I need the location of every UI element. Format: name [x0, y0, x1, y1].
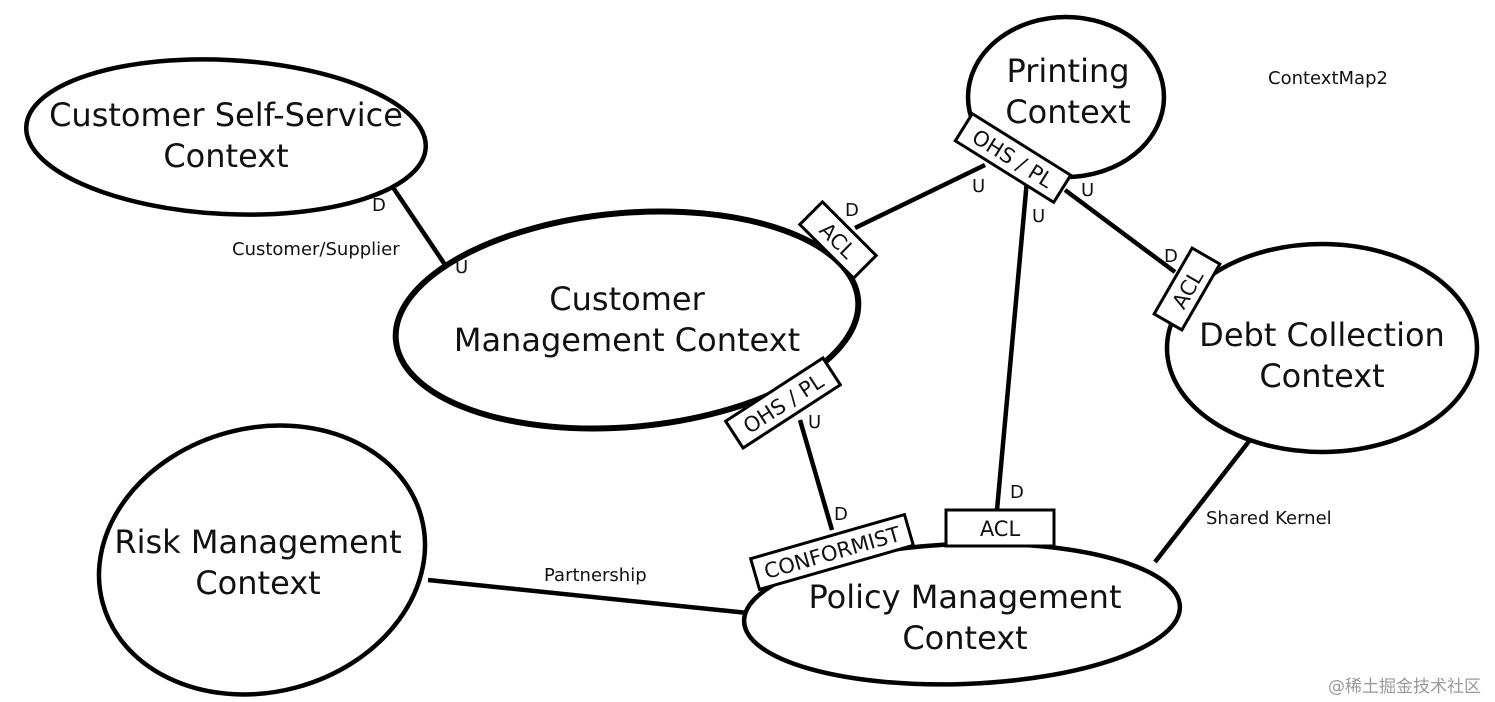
label-shared-kernel: Shared Kernel	[1206, 508, 1332, 529]
role-downstream-policy-acl: D	[1010, 482, 1024, 503]
role-downstream-debt: D	[1164, 246, 1178, 267]
role-downstream-customermgmt: D	[845, 200, 859, 221]
role-upstream-printing-left: U	[972, 176, 985, 197]
context-risk-management-line2: Context	[195, 564, 320, 602]
edge-risk-policy	[427, 577, 749, 616]
role-upstream-customermgmt: U	[455, 257, 468, 278]
context-printing-line1: Printing	[1006, 52, 1129, 90]
context-debt-collection: Debt Collection Context	[1164, 241, 1480, 455]
role-upstream-customermgmt-bottom: U	[808, 412, 821, 433]
context-policy-management: Policy Management Context	[741, 541, 1183, 687]
edge-debt-policy	[1153, 438, 1252, 564]
context-risk-management: Risk Management Context	[96, 423, 428, 697]
svg-text:ACL: ACL	[980, 517, 1021, 541]
label-partnership: Partnership	[544, 565, 647, 586]
context-policy-management-line1: Policy Management	[808, 578, 1121, 616]
context-policy-management-line2: Context	[902, 619, 1027, 657]
context-customer-self-service: Customer Self-Service Context	[23, 57, 429, 217]
edge-printing-debt	[1063, 188, 1177, 274]
context-customer-management: Customer Management Context	[392, 208, 862, 432]
label-customer-supplier: Customer/Supplier	[232, 239, 400, 260]
context-printing-line2: Context	[1005, 93, 1130, 131]
edge-customermgmt-policy	[797, 419, 835, 531]
edge-printing-policy	[994, 179, 1030, 511]
acl-box-customer-management: ACL	[797, 199, 879, 281]
context-debt-collection-line2: Context	[1259, 357, 1384, 395]
role-downstream-selfservice: D	[372, 195, 386, 216]
context-customer-management-line2: Management Context	[454, 321, 800, 359]
role-upstream-printing-right: U	[1081, 180, 1094, 201]
acl-box-policy-management: ACL	[944, 508, 1056, 548]
context-customer-self-service-line2: Context	[163, 137, 288, 175]
diagram-title: ContextMap2	[1268, 68, 1388, 89]
watermark: @稀土掘金技术社区	[1328, 677, 1481, 697]
edge-customermgmt-printing	[854, 162, 986, 231]
context-customer-management-line1: Customer	[549, 280, 705, 318]
role-upstream-printing-center: U	[1032, 206, 1045, 227]
context-customer-self-service-line1: Customer Self-Service	[49, 96, 403, 134]
context-risk-management-line1: Risk Management	[114, 523, 401, 561]
role-downstream-policy-conformist: D	[834, 504, 848, 525]
context-debt-collection-line1: Debt Collection	[1199, 316, 1445, 354]
context-printing: Printing Context	[965, 14, 1167, 180]
